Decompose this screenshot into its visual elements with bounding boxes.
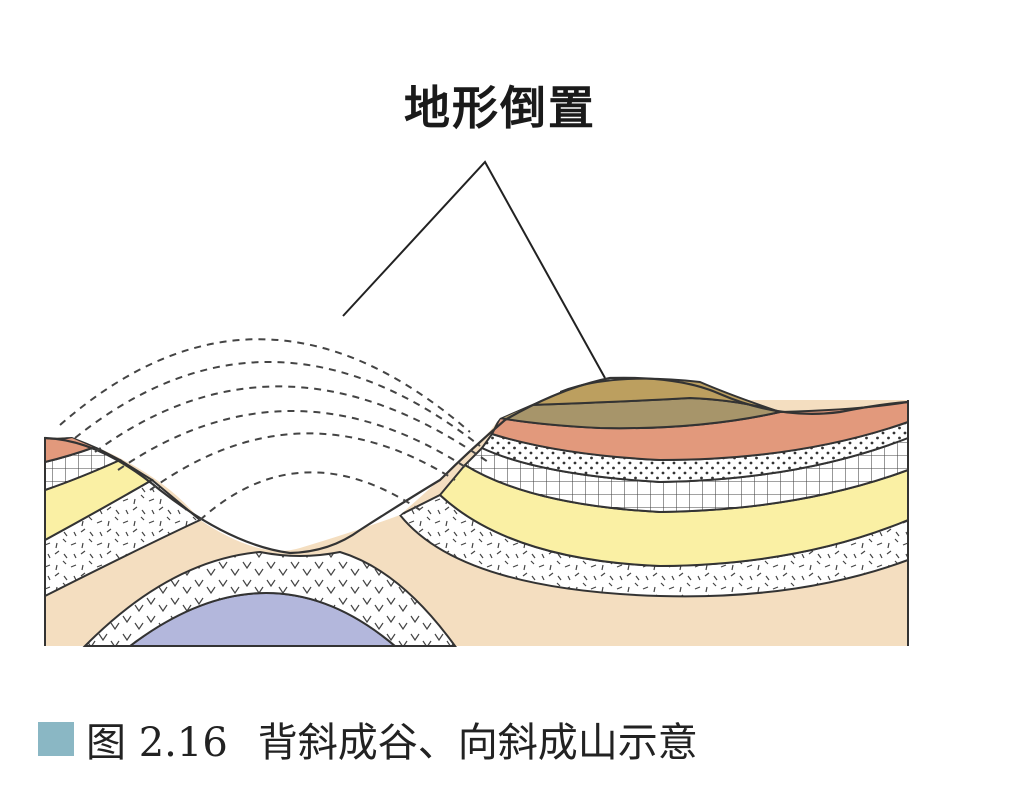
- surface-profile: [44, 376, 909, 555]
- figure-caption: 图 2.16 背斜成谷、向斜成山示意: [38, 714, 698, 766]
- diagram-title: 地形倒置: [404, 81, 596, 135]
- caption-text: 背斜成谷、向斜成山示意: [257, 720, 698, 766]
- section-edges: [44, 400, 909, 646]
- restored-layers: [59, 338, 489, 521]
- caption-number: 图 2.16: [86, 720, 228, 766]
- eroded-valley: [45, 300, 560, 551]
- fold-cross-section: [44, 160, 909, 647]
- pointer-lines: [342, 160, 606, 379]
- caption-marker-icon: [38, 722, 74, 756]
- layer-v-pattern: [82, 550, 457, 647]
